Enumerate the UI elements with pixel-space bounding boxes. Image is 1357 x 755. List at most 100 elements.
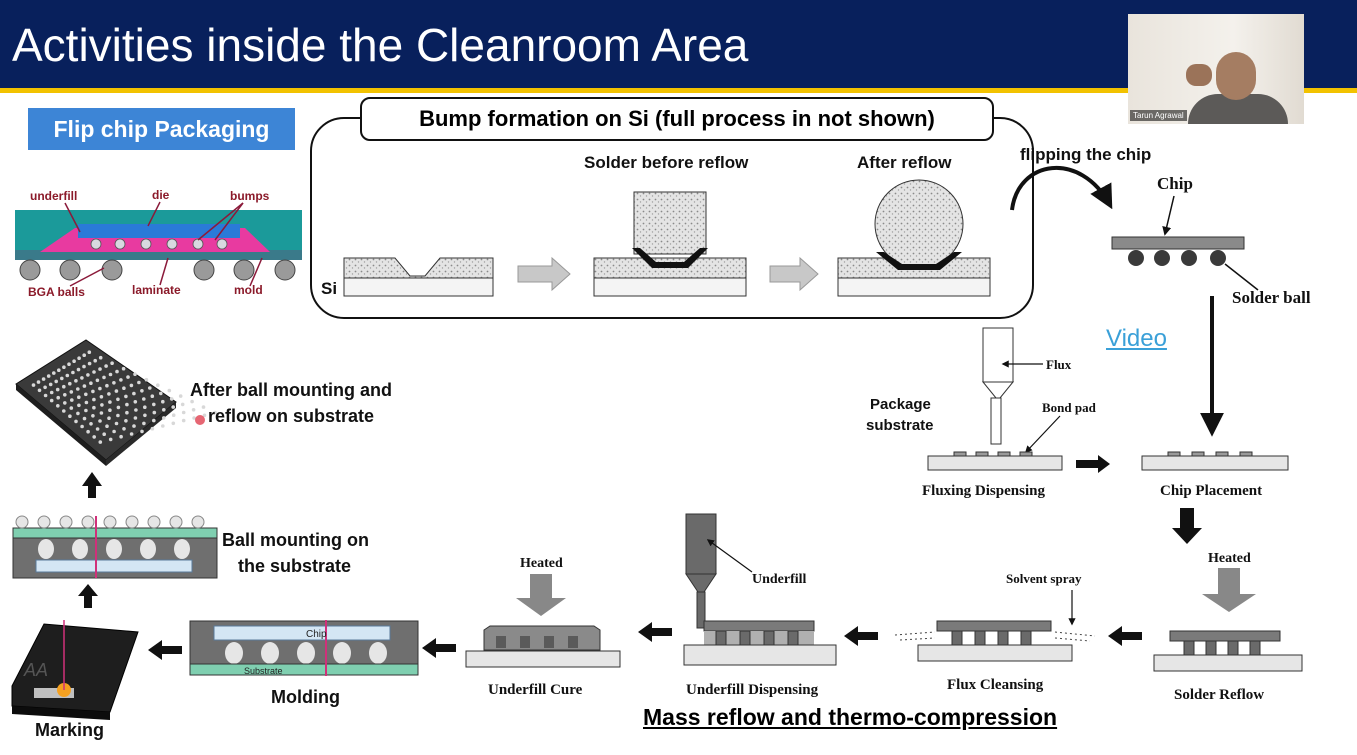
bga-ball	[89, 422, 93, 426]
heat-arrow-cure	[516, 574, 566, 616]
bga-ball	[114, 421, 119, 426]
bga-ball	[108, 437, 113, 442]
reflow-substrate	[1153, 654, 1303, 672]
bga-ball	[98, 355, 103, 360]
bga-ball	[105, 424, 109, 429]
bga-ball	[92, 405, 96, 410]
person-head	[1216, 52, 1256, 100]
label-fluxing-dispensing: Fluxing Dispensing	[922, 483, 1045, 499]
bga-ball	[82, 416, 87, 421]
bga-ball	[180, 402, 185, 407]
webcam-tile[interactable]: Tarun Agrawal	[1128, 14, 1304, 124]
video-link[interactable]: Video	[1106, 325, 1167, 352]
label-si: Si	[321, 279, 337, 298]
bga-ball	[86, 373, 90, 377]
bga-ball	[36, 380, 41, 384]
bga-ball	[169, 397, 174, 401]
placement-bond-pads	[1167, 451, 1253, 457]
placement-substrate	[1141, 455, 1289, 471]
bga-ball	[124, 394, 128, 399]
bga-ball	[129, 432, 134, 436]
slide-title: Activities inside the Cleanroom Area	[12, 19, 749, 71]
bga-ball	[110, 361, 114, 366]
arrow-up-to-ball-mount	[78, 584, 98, 608]
solvent-spray-lines	[894, 631, 1096, 642]
bga-ball	[105, 383, 109, 388]
bga-ball	[181, 418, 186, 423]
bga-ball	[98, 419, 102, 423]
bga-ball	[74, 419, 78, 424]
bga-ball	[62, 365, 66, 370]
bga-ball	[57, 368, 61, 373]
bga-ball	[84, 408, 88, 413]
bga-ball	[114, 389, 119, 393]
bga-ball	[171, 421, 176, 426]
label-heated-reflow: Heated	[1208, 551, 1251, 566]
bga-ball	[133, 416, 138, 420]
reflow-bumps	[1183, 640, 1261, 656]
label-solder-reflow: Solder Reflow	[1174, 687, 1264, 703]
bump-formation-title: Bump formation on Si (full process in no…	[360, 97, 994, 141]
bga-ball	[140, 429, 144, 434]
bga-ball	[62, 384, 66, 389]
label-solvent-spray: Solvent spray	[1006, 571, 1082, 586]
bga-ball	[104, 364, 108, 368]
bga-ball	[125, 402, 129, 407]
cure-bumps	[496, 636, 578, 648]
cleansing-substrate	[917, 644, 1073, 662]
bga-ball	[93, 358, 97, 363]
bga-ball	[89, 381, 93, 386]
label-underfill-dispensing: Underfill Dispensing	[686, 682, 819, 698]
label-molding: Molding	[271, 687, 340, 707]
process-arrow-1	[517, 256, 571, 292]
bga-ball	[87, 361, 92, 366]
fluxing-substrate	[927, 455, 1063, 471]
bga-ball	[140, 389, 144, 393]
flipped-chip	[1111, 236, 1245, 250]
flipped-chip-solder-balls	[1128, 250, 1226, 266]
bga-ball	[98, 386, 102, 391]
label-after-reflow: After reflow	[857, 153, 952, 172]
bga-ball	[108, 408, 112, 413]
underfill-fill	[704, 631, 814, 645]
bga-ball	[112, 381, 116, 385]
underfill-substrate	[683, 644, 837, 666]
arrow-to-cure	[638, 622, 672, 642]
bga-ball	[63, 401, 67, 405]
bga-ball	[82, 364, 86, 369]
label-bga-balls: BGA balls	[28, 285, 85, 299]
bga-ball	[76, 387, 80, 391]
bga-ball	[137, 380, 141, 385]
bga-ball	[99, 395, 104, 399]
bga-ball	[190, 399, 194, 404]
bga-ball	[142, 421, 146, 426]
bga-ball	[69, 390, 74, 394]
bga-ball	[161, 399, 165, 404]
bga-ball	[48, 382, 53, 387]
bga-ball	[124, 419, 128, 423]
bga-ball	[112, 429, 116, 434]
bga-ball	[150, 426, 155, 431]
bga-ball	[107, 392, 111, 396]
label-marking: Marking	[35, 720, 104, 740]
bga-ball	[98, 367, 102, 371]
bga-ball	[55, 387, 60, 392]
bga-ball	[95, 378, 100, 383]
bga-ball	[122, 427, 126, 431]
bga-ball	[70, 398, 74, 402]
bga-ball	[171, 405, 175, 409]
label-laminate: laminate	[132, 283, 181, 297]
bga-ball	[116, 413, 120, 418]
bga-ball	[167, 388, 172, 393]
bga-ball-grid	[31, 350, 217, 444]
underfill-chip	[703, 620, 815, 632]
bga-ball	[69, 406, 74, 410]
process-arrow-2	[769, 256, 819, 292]
bga-ball	[132, 424, 136, 428]
arrow-to-molding	[422, 638, 456, 658]
bga-ball	[80, 376, 84, 380]
label-flux-cleansing: Flux Cleansing	[947, 677, 1044, 693]
